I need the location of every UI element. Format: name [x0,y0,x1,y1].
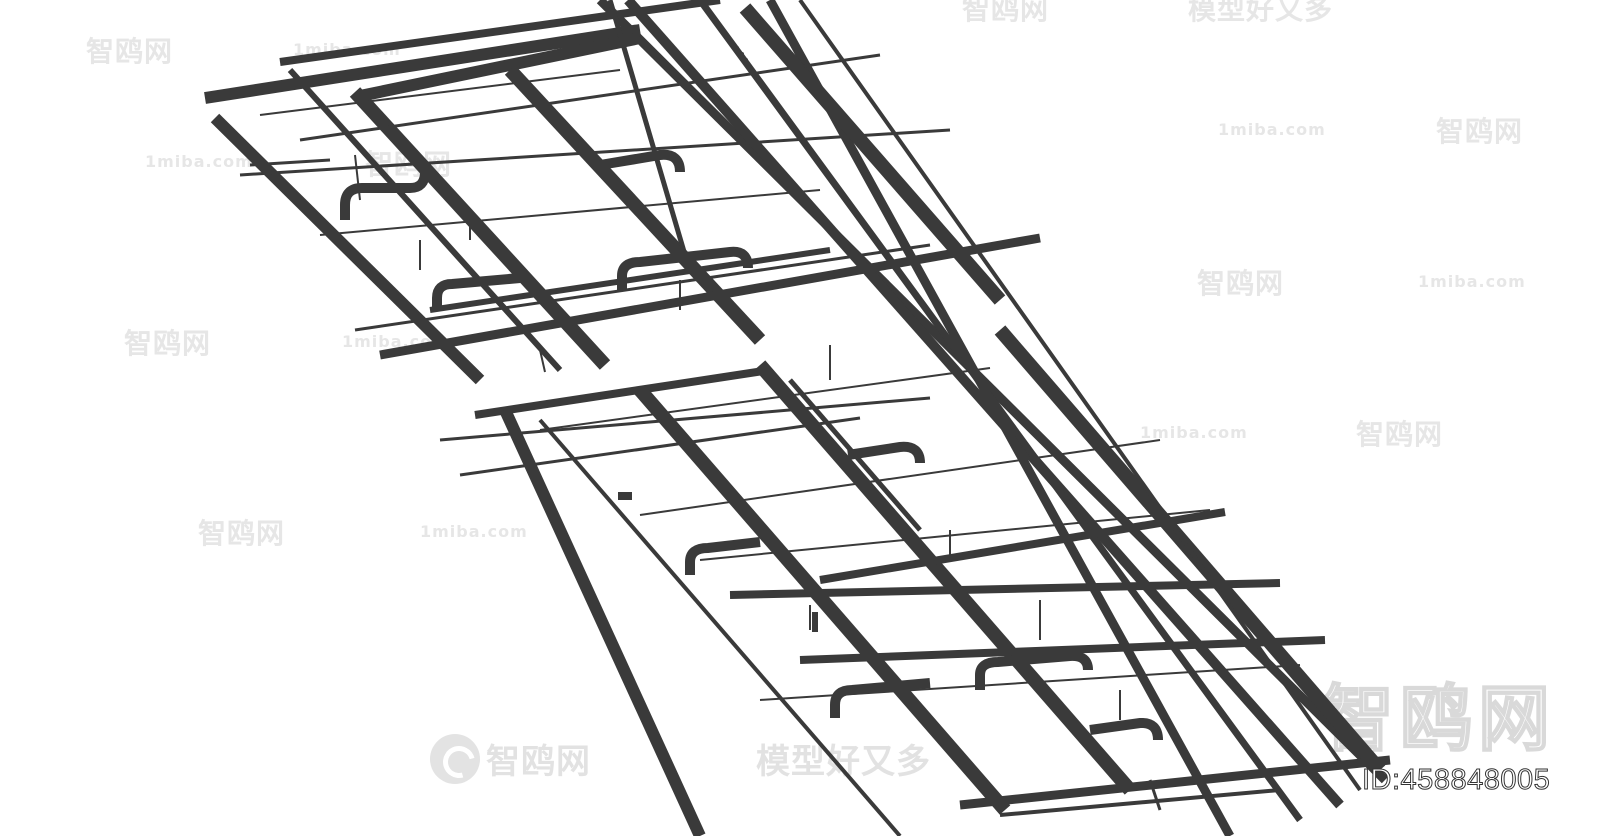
bracket [812,612,818,632]
main-beam [596,0,1389,784]
cross-member [699,509,1211,561]
cross-member [819,508,1226,584]
sprinkler-head [744,58,748,62]
cross-member [429,247,831,313]
hanger-rod [539,349,546,373]
duct-elbow [432,273,521,310]
cross-member [459,416,861,477]
cross-member [959,755,1391,810]
cross-member [639,439,1161,516]
panel-edge [499,407,706,836]
watermark-brand-top-left: 智鸥网 [86,35,174,68]
watermark-brand-bottom: 智鸥网 [486,742,591,782]
panel-edge [754,360,1136,795]
panel-edge [279,0,721,66]
cross-member [299,53,881,142]
watermark-domain-left-1: 1miba.com [145,152,253,171]
panel-edge [210,113,485,385]
duct-elbow [975,650,1093,690]
cross-member [379,233,1041,360]
panel-edge [204,24,641,104]
sprinkler-head [735,46,739,50]
duct-elbow [847,441,925,464]
main-beam [798,0,1362,792]
duct-elbow [685,537,761,575]
cross-member [729,579,1281,599]
sprinkler-head [740,52,744,56]
panel-edge [358,32,642,102]
watermark-domain-right-1: 1miba.com [1218,120,1326,139]
panel-edge [607,0,688,256]
watermark-brand-right-1: 智鸥网 [1436,115,1524,148]
cross-member [239,128,951,177]
cross-member [439,396,931,442]
cross-member [259,69,621,116]
watermark-logo-icon [430,734,480,784]
duct-elbow [617,246,753,290]
duct-elbow [1089,717,1163,741]
watermark-domain-right-3: 1miba.com [1140,423,1248,442]
watermark-domain-right-2: 1miba.com [1418,272,1526,291]
watermark-brand-left-3: 智鸥网 [198,517,286,550]
panel-edge [474,366,771,419]
duct-elbow [830,678,931,718]
duct-elbow [340,171,430,220]
watermark-slogan-bottom: 模型好又多 [756,742,931,782]
cross-member [249,158,331,167]
cross-member [539,367,991,431]
cross-member [799,636,1326,664]
duct-elbow [599,149,685,173]
watermark-brand-right-2: 智鸥网 [1197,267,1285,300]
panel-edge [538,418,902,836]
watermark-domain-left-3: 1miba.com [420,522,528,541]
panel-edge [287,67,563,373]
cross-member [354,243,931,332]
main-beam [766,0,1234,836]
cross-member [999,788,1281,817]
cross-member [319,189,821,236]
model-id-label: ID:458848005 [1361,764,1551,797]
watermark-slogan-top: 模型好又多 [1188,0,1334,26]
watermark-brand-right-3: 智鸥网 [1356,418,1444,451]
panel-edge [634,385,1011,815]
junction-box [618,492,632,500]
watermark-brand-left-2: 智鸥网 [124,327,212,360]
watermark-brand-top: 智鸥网 [962,0,1050,26]
hanger-rod [1148,779,1162,811]
